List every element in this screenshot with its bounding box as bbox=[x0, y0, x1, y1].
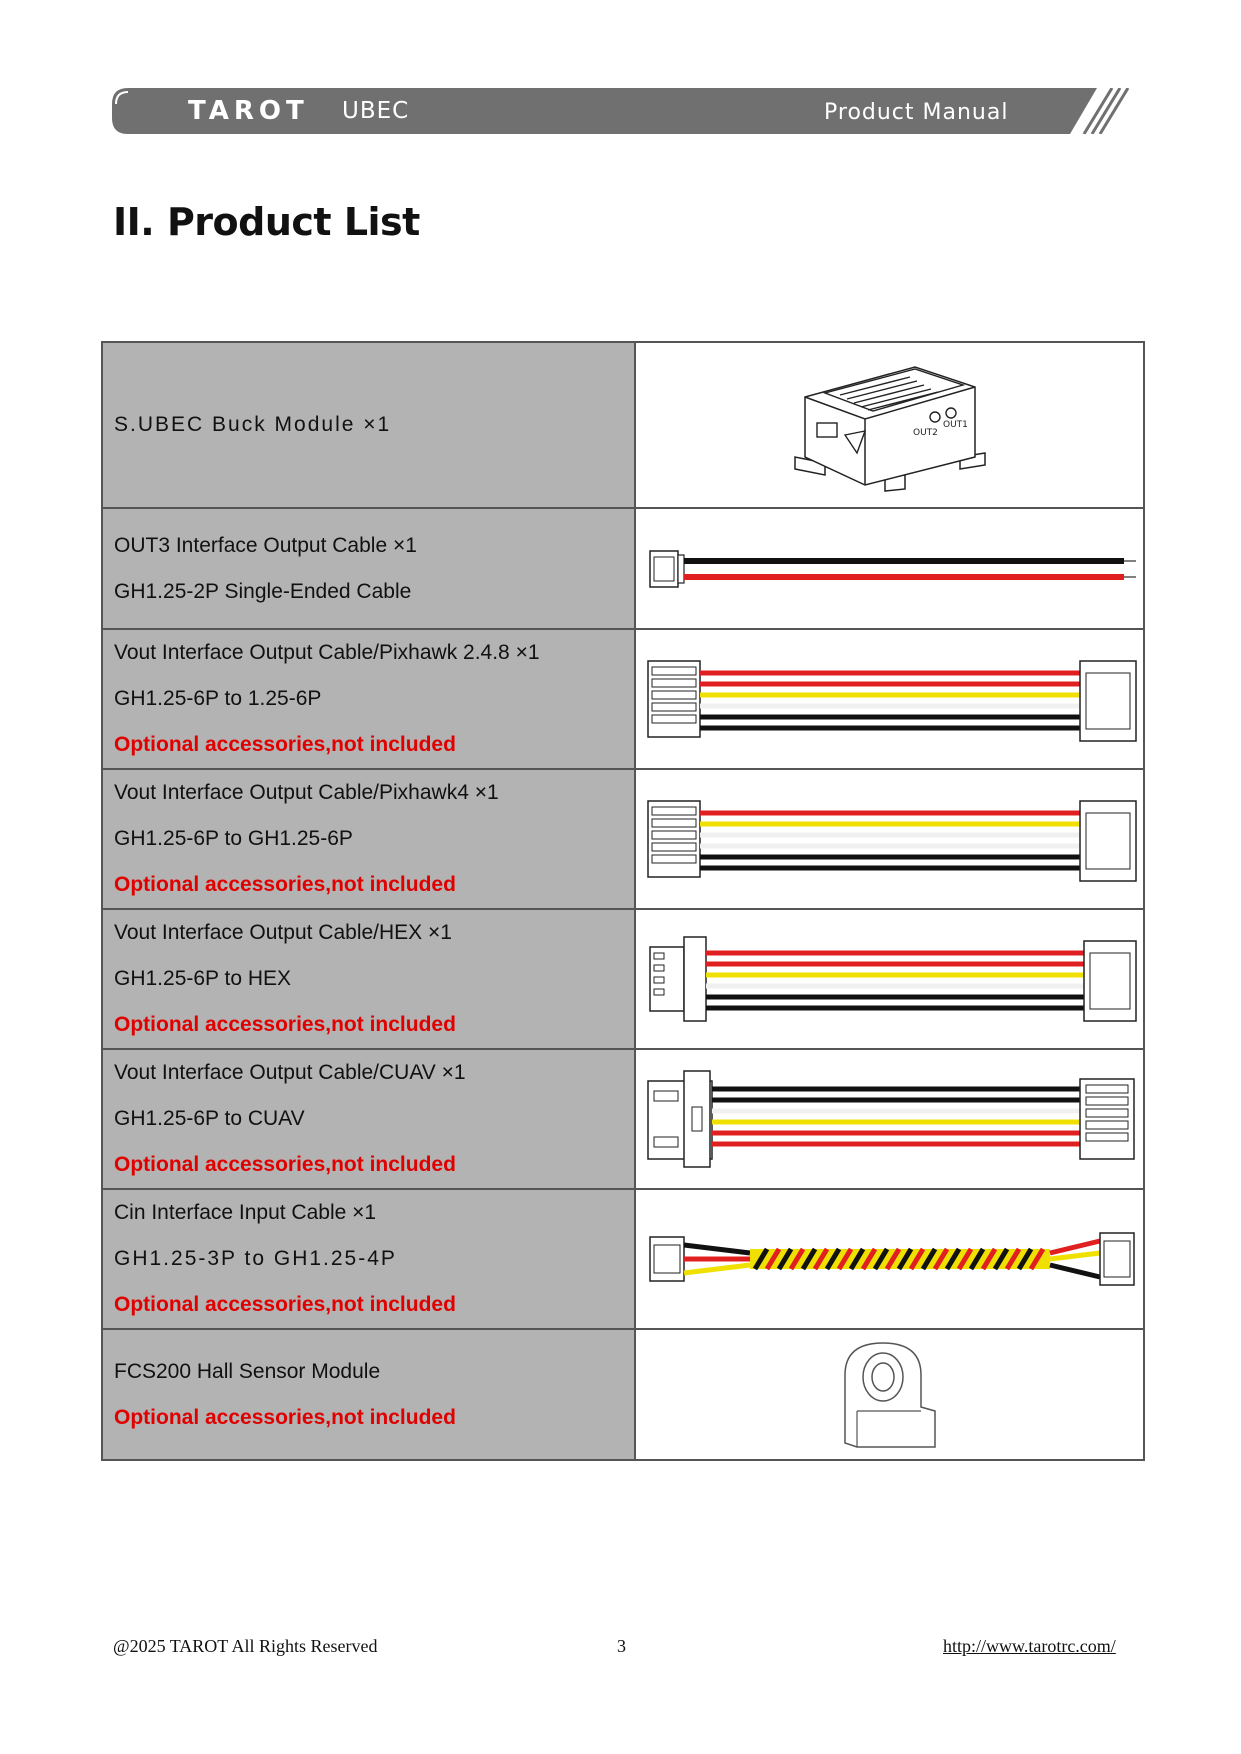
optional-note: Optional accessories,not included bbox=[114, 873, 456, 896]
hex-cable-icon bbox=[648, 936, 1137, 1022]
item-line: OUT3 Interface Output Cable ×1 bbox=[114, 533, 417, 557]
footer-copyright: @2025 TAROT All Rights Reserved bbox=[113, 1636, 378, 1656]
banner-shape bbox=[112, 88, 1130, 134]
item-line: GH1.25-3P to GH1.25-4P bbox=[114, 1247, 397, 1270]
six-wire-cable-icon bbox=[646, 660, 1137, 742]
hall-sensor-icon bbox=[843, 1341, 936, 1448]
optional-note: Optional accessories,not included bbox=[114, 733, 456, 756]
ubec-module-icon: OUT2 OUT1 bbox=[793, 366, 986, 492]
item-line: GH1.25-6P to GH1.25-6P bbox=[114, 827, 353, 850]
item-line: GH1.25-6P to HEX bbox=[114, 967, 292, 990]
table-row: Cin Interface Input Cable ×1 GH1.25-3P t… bbox=[101, 1188, 1145, 1330]
item-line: FCS200 Hall Sensor Module bbox=[114, 1359, 381, 1383]
product-name: UBEC bbox=[342, 98, 410, 124]
item-description: Vout Interface Output Cable/Pixhawk 2.4.… bbox=[101, 628, 636, 770]
item-description: Vout Interface Output Cable/Pixhawk4 ×1 … bbox=[101, 768, 636, 910]
optional-note: Optional accessories,not included bbox=[114, 1293, 456, 1316]
brand-logo: TAROT bbox=[188, 96, 309, 126]
item-image-cell bbox=[634, 908, 1145, 1050]
table-row: FCS200 Hall Sensor Module Optional acces… bbox=[101, 1328, 1145, 1461]
item-image-cell bbox=[634, 1188, 1145, 1330]
item-line: S.UBEC Buck Module ×1 bbox=[114, 413, 392, 436]
item-description: Vout Interface Output Cable/CUAV ×1 GH1.… bbox=[101, 1048, 636, 1190]
document-type: Product Manual bbox=[824, 100, 1009, 125]
item-image-cell bbox=[634, 1328, 1145, 1461]
item-image-cell bbox=[634, 1048, 1145, 1190]
item-description: S.UBEC Buck Module ×1 bbox=[101, 341, 636, 509]
page-number: 3 bbox=[617, 1636, 626, 1656]
optional-note: Optional accessories,not included bbox=[114, 1405, 456, 1429]
product-list-table: S.UBEC Buck Module ×1 bbox=[101, 341, 1145, 1461]
cuav-cable-icon bbox=[646, 1070, 1135, 1168]
website-link[interactable]: http://www.tarotrc.com/ bbox=[943, 1636, 1116, 1656]
optional-note: Optional accessories,not included bbox=[114, 1013, 456, 1036]
svg-text:OUT1: OUT1 bbox=[943, 420, 968, 430]
item-description: FCS200 Hall Sensor Module Optional acces… bbox=[101, 1328, 636, 1461]
two-wire-cable-icon bbox=[648, 549, 1136, 588]
header-banner: TAROT UBEC Product Manual bbox=[112, 88, 1132, 134]
item-line: GH1.25-6P to CUAV bbox=[114, 1107, 305, 1130]
optional-note: Optional accessories,not included bbox=[114, 1153, 456, 1176]
item-line: Vout Interface Output Cable/CUAV ×1 bbox=[114, 1061, 466, 1084]
item-line: GH1.25-6P to 1.25-6P bbox=[114, 687, 322, 710]
table-row: S.UBEC Buck Module ×1 bbox=[101, 341, 1145, 509]
item-line: Vout Interface Output Cable/Pixhawk 2.4.… bbox=[114, 641, 540, 664]
table-row: Vout Interface Output Cable/HEX ×1 GH1.2… bbox=[101, 908, 1145, 1050]
item-line: Vout Interface Output Cable/HEX ×1 bbox=[114, 921, 452, 944]
item-line: Cin Interface Input Cable ×1 bbox=[114, 1201, 377, 1224]
svg-text:OUT2: OUT2 bbox=[913, 428, 938, 438]
table-row: Vout Interface Output Cable/Pixhawk 2.4.… bbox=[101, 628, 1145, 770]
twisted-cable-icon bbox=[648, 1232, 1135, 1286]
six-wire-cable-icon bbox=[646, 800, 1137, 882]
item-description: Cin Interface Input Cable ×1 GH1.25-3P t… bbox=[101, 1188, 636, 1330]
item-description: Vout Interface Output Cable/HEX ×1 GH1.2… bbox=[101, 908, 636, 1050]
table-row: Vout Interface Output Cable/CUAV ×1 GH1.… bbox=[101, 1048, 1145, 1190]
table-row: OUT3 Interface Output Cable ×1 GH1.25-2P… bbox=[101, 507, 1145, 630]
table-row: Vout Interface Output Cable/Pixhawk4 ×1 … bbox=[101, 768, 1145, 910]
item-line: Vout Interface Output Cable/Pixhawk4 ×1 bbox=[114, 781, 499, 804]
item-description: OUT3 Interface Output Cable ×1 GH1.25-2P… bbox=[101, 507, 636, 630]
page-title: II. Product List bbox=[113, 200, 420, 244]
item-image-cell: OUT2 OUT1 bbox=[634, 341, 1145, 509]
item-line: GH1.25-2P Single-Ended Cable bbox=[114, 579, 412, 603]
item-image-cell bbox=[634, 507, 1145, 630]
item-image-cell bbox=[634, 628, 1145, 770]
item-image-cell bbox=[634, 768, 1145, 910]
